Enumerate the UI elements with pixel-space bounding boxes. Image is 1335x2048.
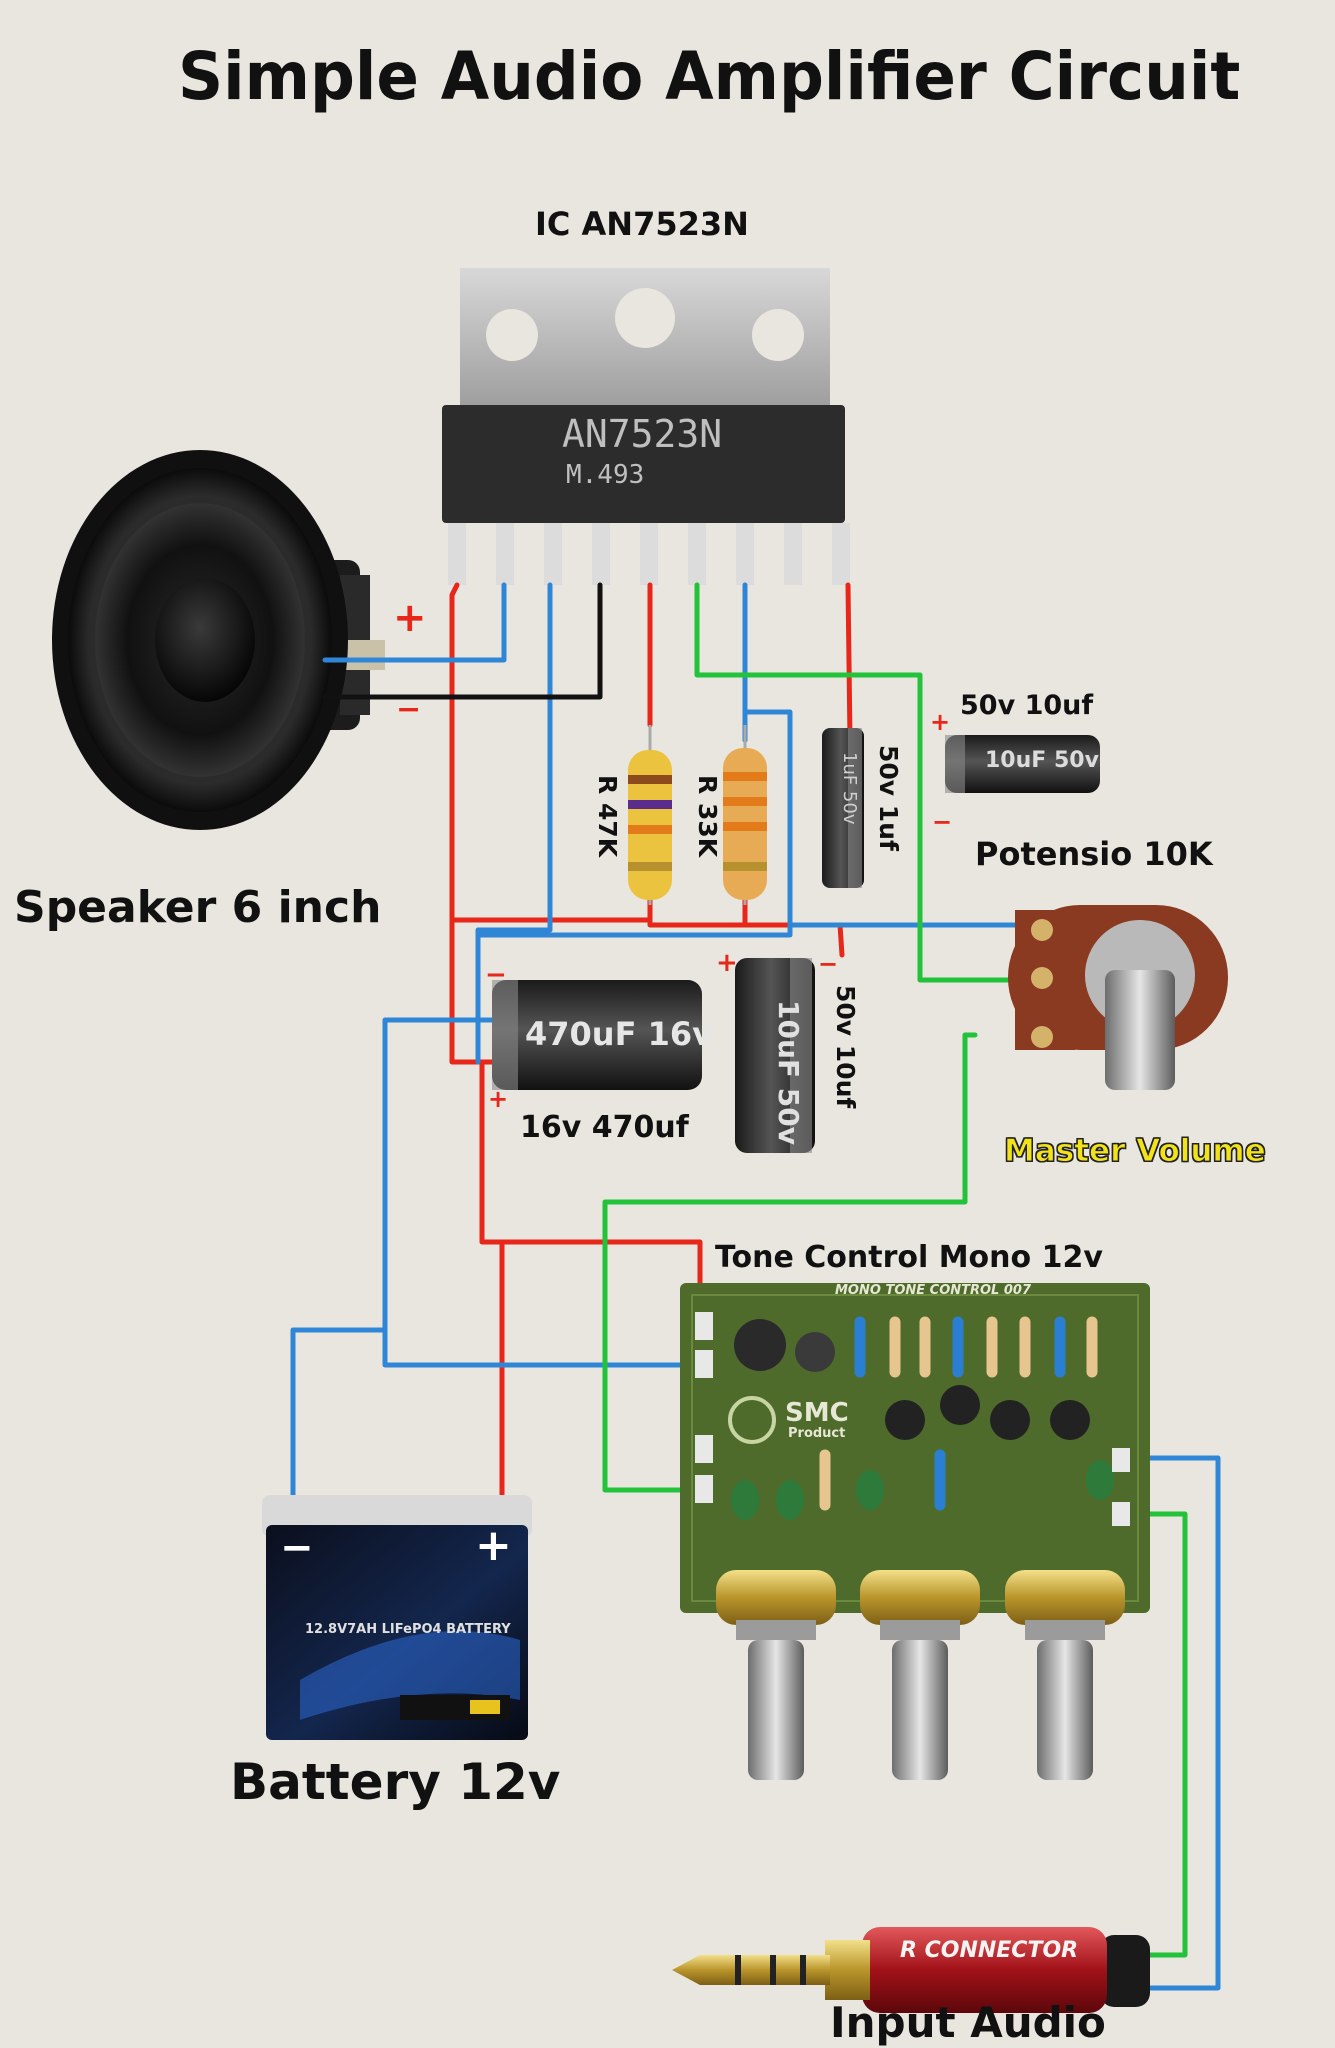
tone-knob-volume [1005, 1570, 1125, 1780]
battery-12v [262, 1495, 532, 1740]
diagram-title: Simple Audio Amplifier Circuit [178, 38, 1241, 115]
ic-body-marking: AN7523N [562, 412, 723, 456]
battery-label: Battery 12v [230, 1753, 561, 1811]
wires-black [322, 582, 603, 700]
tone-board-title: MONO TONE CONTROL 007 [835, 1283, 1031, 1298]
speaker-dust-cap [155, 578, 255, 702]
tone-control-label: Tone Control Mono 12v [715, 1240, 1103, 1275]
board-resistors [819, 1316, 1098, 1511]
tone-control-board [680, 1283, 1150, 1613]
capacitor-1uf [822, 728, 864, 888]
potentiometer-label: Potensio 10K [975, 835, 1213, 873]
input-audio-label: Input Audio [830, 1998, 1106, 2047]
battery-plus-sign: + [475, 1520, 512, 1571]
master-volume-label: Master Volume [1004, 1133, 1267, 1170]
resistor-33k [723, 725, 767, 905]
tone-knob-treble [860, 1570, 980, 1780]
capacitor-470uf [492, 980, 702, 1090]
capacitor-1uf-label: 50v 1uf [874, 745, 903, 851]
speaker [52, 450, 385, 830]
capacitor-10uf-top-body: 10uF 50v [985, 748, 1099, 773]
capacitor-10uf-mid-body: 10uF 50v [772, 1000, 805, 1145]
capacitor-10uf-mid-minus: − [818, 950, 839, 978]
board-terminals [695, 1312, 1130, 1526]
capacitor-10uf-top [945, 735, 1100, 793]
tone-knob-bass [716, 1570, 836, 1780]
potentiometer-10k [1008, 905, 1228, 1090]
wires-blue [290, 582, 1221, 1991]
speaker-plus-sign: + [393, 595, 427, 641]
connector-brand: R CONNECTOR [900, 1938, 1079, 1963]
wires-green [602, 582, 1188, 1958]
tone-knobs [716, 1570, 1125, 1780]
capacitor-470uf-plus: + [488, 1085, 509, 1113]
capacitor-1uf-body: 1uF 50v [839, 752, 860, 825]
capacitor-470uf-minus: − [485, 960, 507, 990]
speaker-label: Speaker 6 inch [14, 882, 382, 933]
resistor-33k-label: R 33K [693, 775, 722, 858]
ic-an7523n [442, 268, 850, 585]
tone-board-brand-sub: Product [788, 1426, 846, 1441]
ic-body [442, 405, 845, 523]
ic-pins [448, 523, 850, 585]
board-capacitors [731, 1460, 1114, 1520]
speaker-minus-sign: − [396, 692, 422, 727]
capacitor-470uf-label: 16v 470uf [520, 1110, 689, 1145]
battery-minus-sign: − [280, 1525, 314, 1571]
wires-red [449, 582, 853, 1531]
resistor-47k-label: R 47K [593, 775, 622, 858]
tone-board-brand: SMC [785, 1398, 849, 1428]
capacitor-10uf-mid [735, 958, 815, 1153]
capacitor-470uf-body: 470uF 16v [525, 1015, 713, 1053]
wires [290, 582, 1221, 1991]
capacitor-10uf-top-label: 50v 10uf [960, 690, 1094, 721]
audio-connector [672, 1927, 1150, 2013]
battery-body-text: 12.8V7AH LIFePO4 BATTERY [305, 1622, 511, 1637]
ic-label: IC AN7523N [535, 205, 749, 243]
capacitor-10uf-top-plus: + [930, 708, 951, 736]
capacitor-10uf-mid-plus: + [716, 948, 738, 978]
capacitor-10uf-top-minus: − [932, 808, 953, 836]
capacitor-10uf-mid-label: 50v 10uf [831, 985, 860, 1109]
resistor-47k [628, 725, 672, 905]
ic-body-marking-sub: M.493 [566, 460, 645, 490]
